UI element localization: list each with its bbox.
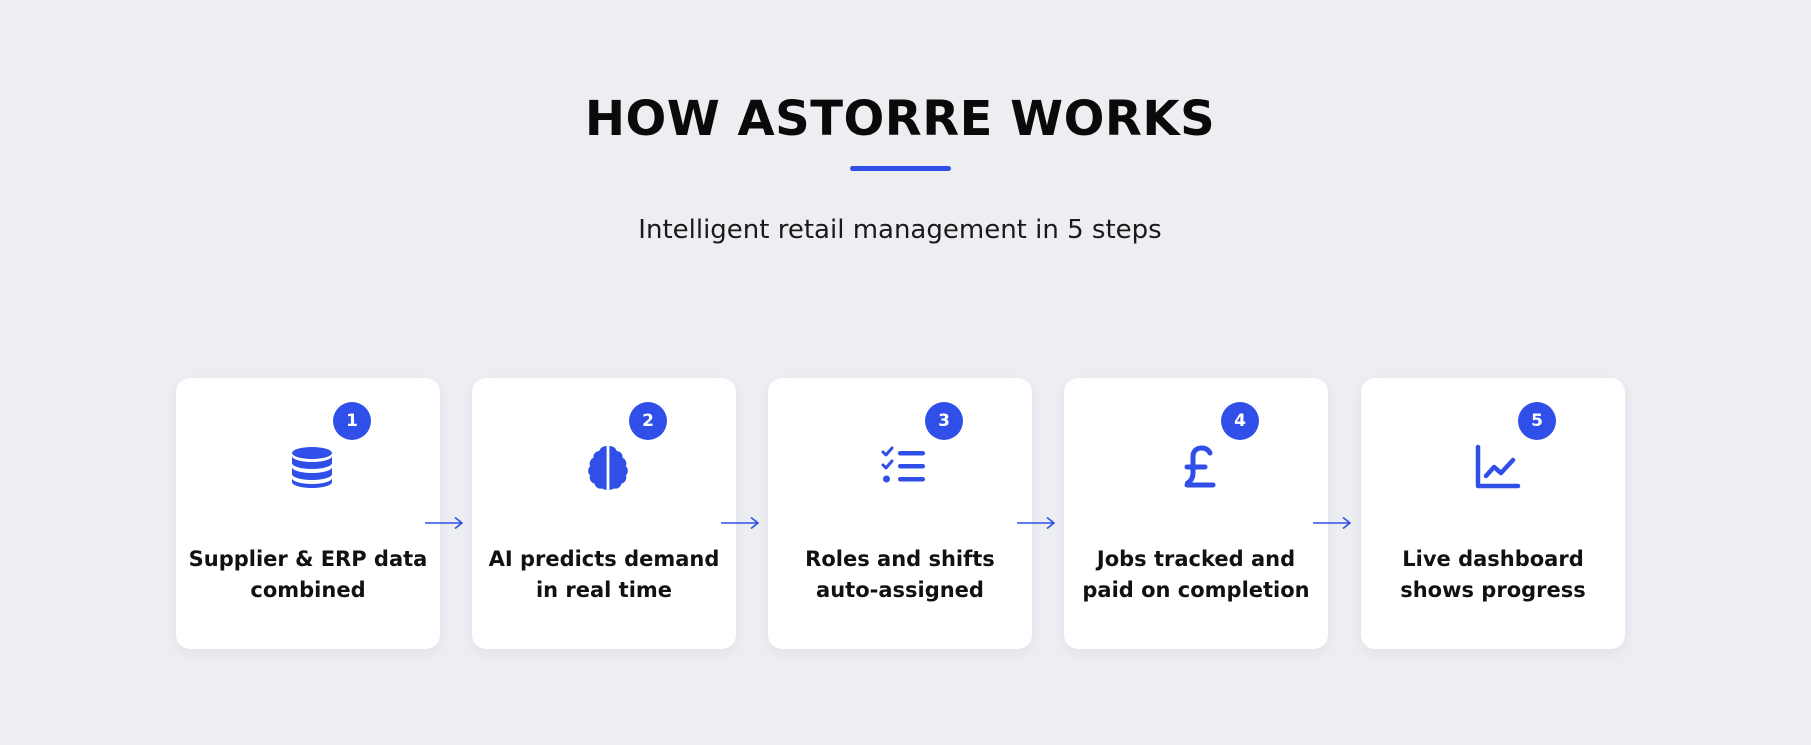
title-underline <box>850 166 951 171</box>
step-label-line: Roles and shifts <box>805 547 995 571</box>
step-label: Live dashboard shows progress <box>1369 544 1617 606</box>
checklist-icon <box>880 443 928 491</box>
step-label-line: Live dashboard <box>1402 547 1584 571</box>
arrow-right-icon <box>720 516 760 530</box>
step-number-badge: 1 <box>333 402 371 440</box>
step-card-4: 4 Jobs tracked and paid on completion <box>1064 378 1328 649</box>
step-label: AI predicts demand in real time <box>480 544 728 606</box>
step-label: Jobs tracked and paid on completion <box>1072 544 1320 606</box>
pound-icon <box>1176 443 1224 491</box>
step-label-line: auto-assigned <box>816 578 984 602</box>
step-card-2: 2 AI predicts demand in real time <box>472 378 736 649</box>
step-label-line: combined <box>250 578 366 602</box>
step-label-line: in real time <box>535 578 673 602</box>
step-label: Roles and shifts auto-assigned <box>776 544 1024 606</box>
step-card-1: 1 Supplier & ERP data combined <box>176 378 440 649</box>
step-number-badge: 4 <box>1221 402 1259 440</box>
arrow-right-icon <box>1312 516 1352 530</box>
arrow-right-icon <box>424 516 464 530</box>
database-icon <box>288 443 336 491</box>
step-label-line: Supplier & ERP data <box>188 547 428 571</box>
step-card-5: 5 Live dashboard shows progress <box>1361 378 1625 649</box>
page-subtitle: Intelligent retail management in 5 steps <box>638 215 1162 245</box>
arrow-right-icon <box>1016 516 1056 530</box>
page-title: HOW ASTORRE WORKS <box>584 91 1216 147</box>
step-label: Supplier & ERP data combined <box>184 544 432 606</box>
step-number-badge: 5 <box>1518 402 1556 440</box>
chart-line-icon <box>1473 443 1521 491</box>
step-label-line: AI predicts demand <box>488 547 720 571</box>
step-card-3: 3 Roles and shifts auto-assigned <box>768 378 1032 649</box>
step-label-line: shows progress <box>1400 578 1586 602</box>
step-number-badge: 2 <box>629 402 667 440</box>
brain-icon <box>584 443 632 491</box>
step-label-line: Jobs tracked and <box>1096 547 1296 571</box>
step-number-badge: 3 <box>925 402 963 440</box>
step-label-line: paid on completion <box>1082 578 1310 602</box>
steps-row: 1 Supplier & ERP data combined 2 AI pred… <box>0 378 1811 650</box>
